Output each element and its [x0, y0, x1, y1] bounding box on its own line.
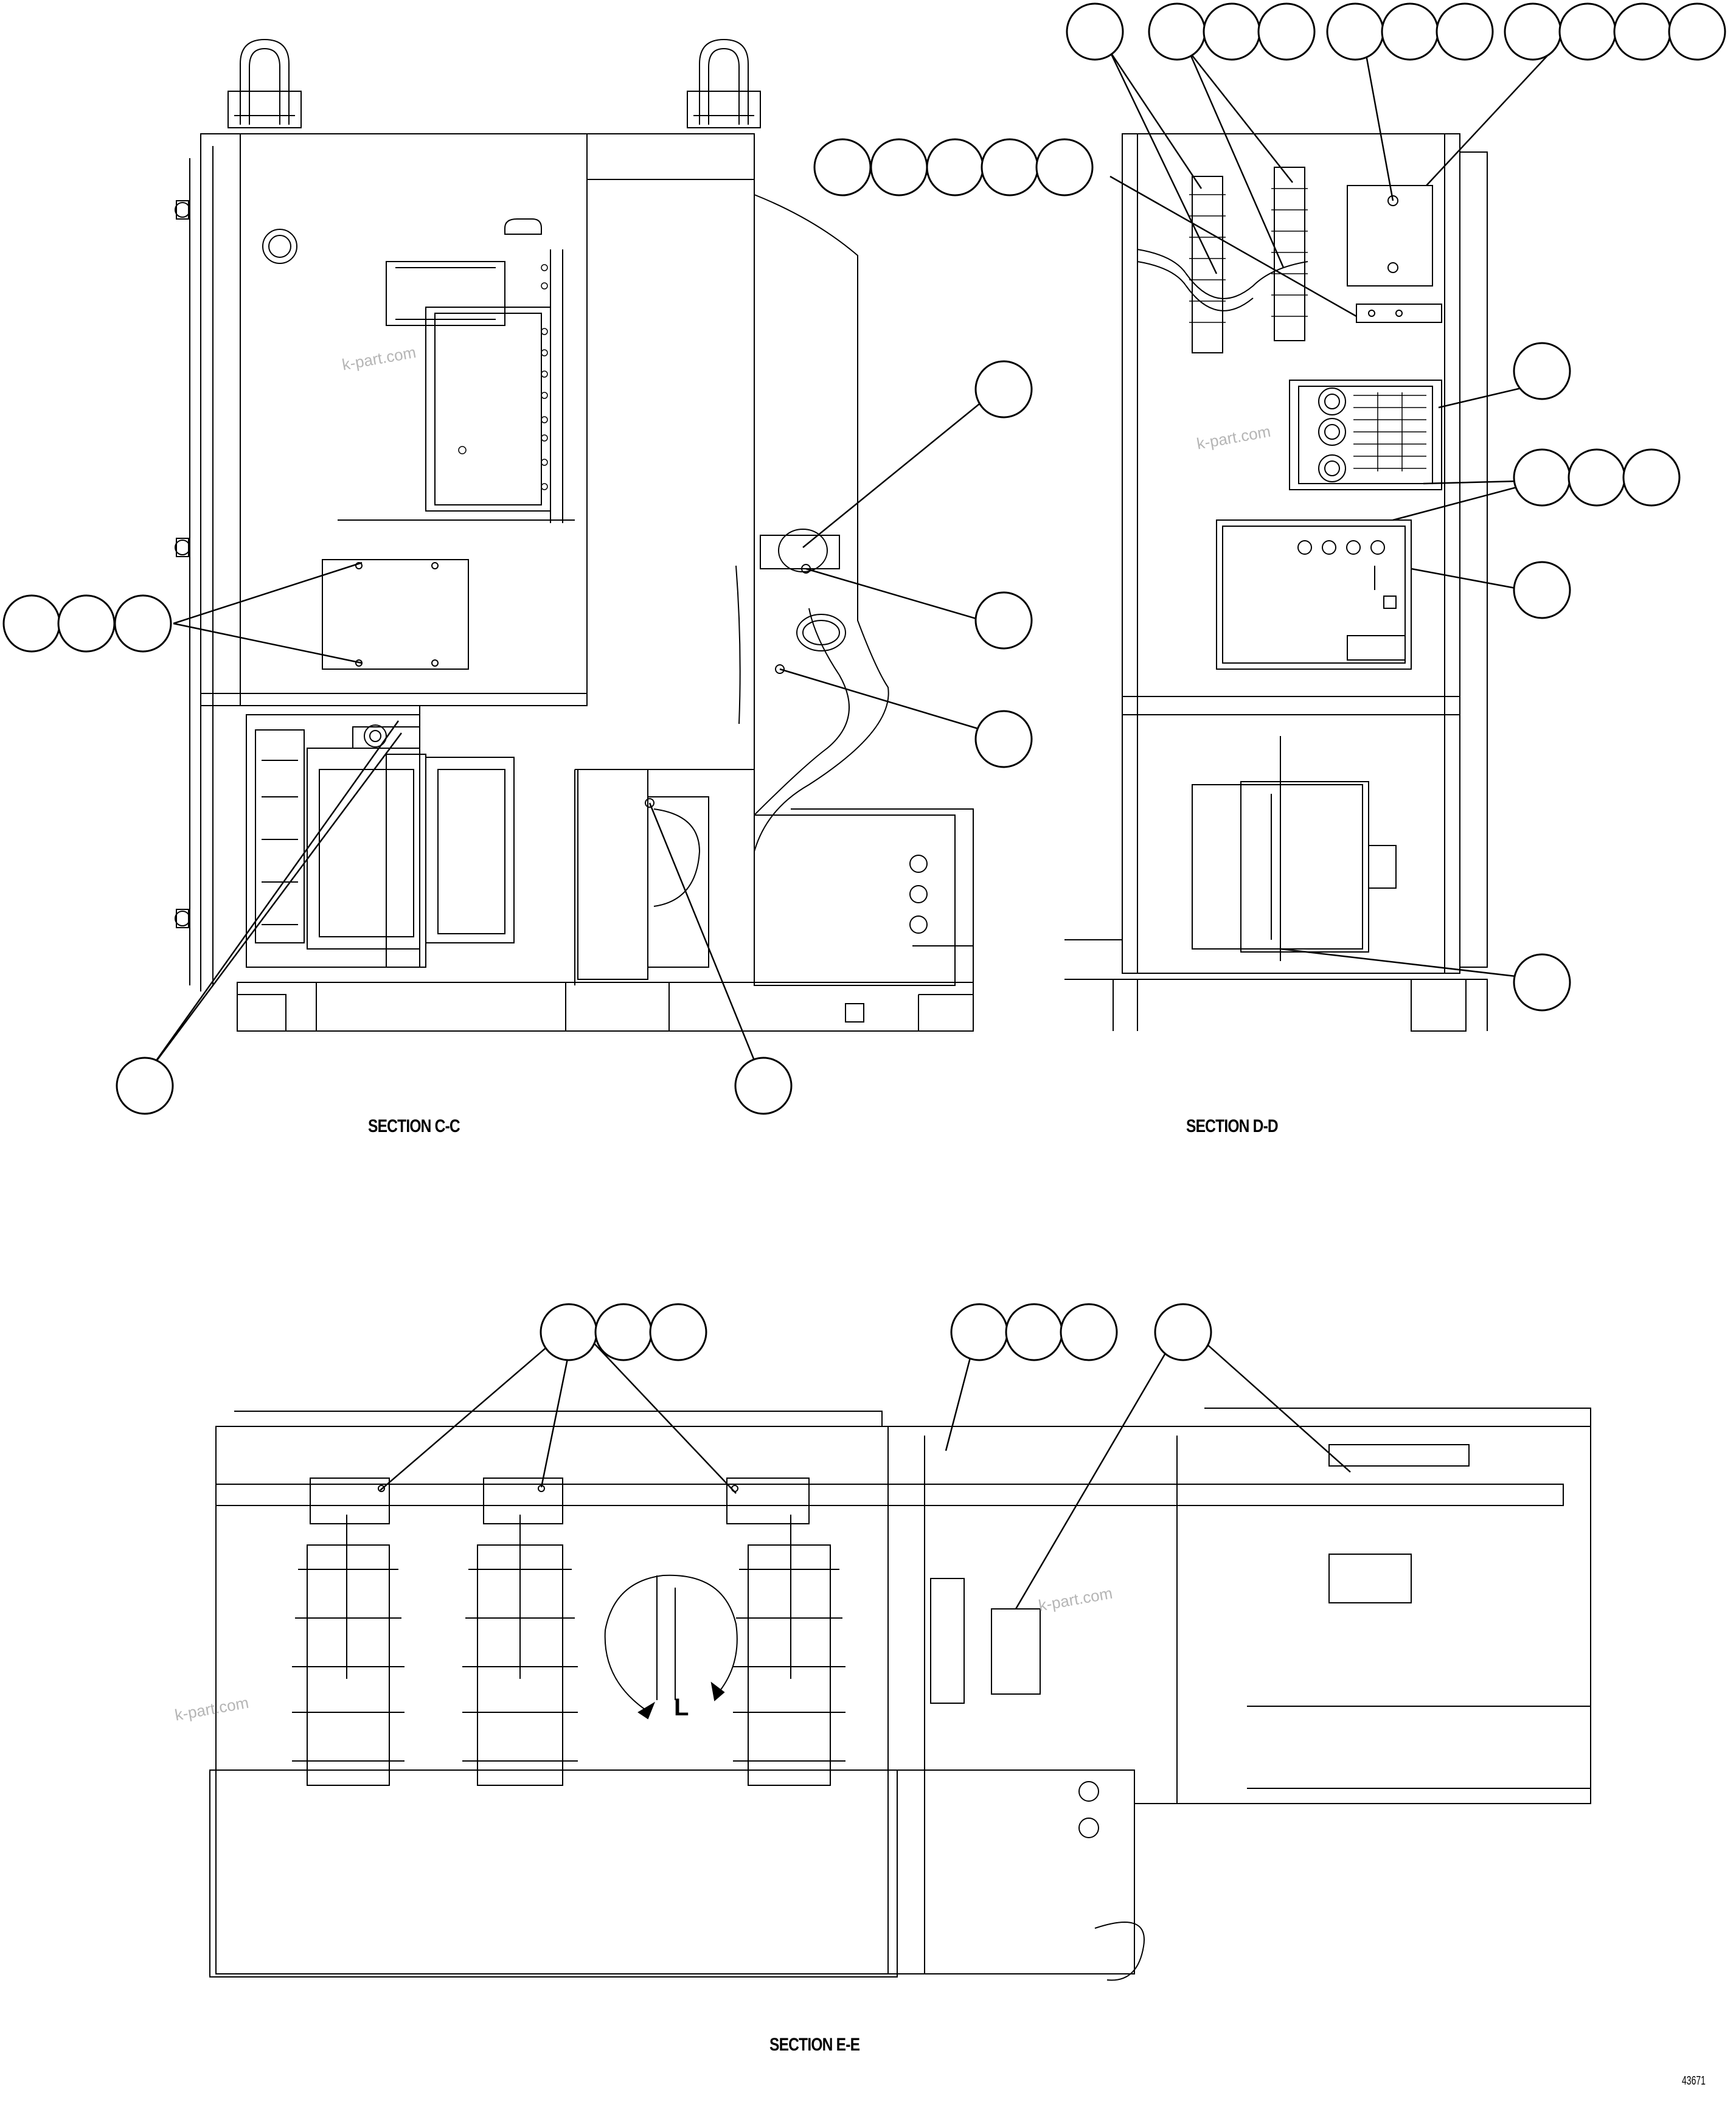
upper-component-panel [386, 249, 563, 523]
callout-bubble [649, 1303, 707, 1361]
right-side-box [754, 808, 974, 988]
flexible-duct [735, 194, 889, 852]
callout-bubble [1513, 561, 1571, 619]
callout-bubble [57, 594, 116, 653]
callout-bubble [1513, 448, 1571, 507]
callout-bubble [981, 138, 1039, 196]
callout-bubble [950, 1303, 1009, 1361]
base-frame-d [1064, 939, 1488, 1032]
base-frame-c [237, 982, 974, 1032]
leader-lines [144, 51, 1552, 1610]
lifting-eye-right [687, 38, 761, 128]
lifting-eye-left [227, 38, 302, 128]
callout-bubble [1622, 448, 1681, 507]
callout-bubble [734, 1057, 793, 1115]
bus-bar [215, 1478, 1564, 1524]
top-right-plate [1347, 185, 1433, 286]
rotation-arrow [604, 1574, 738, 1720]
section-c-c-drawing [175, 38, 974, 1032]
callout-bubble [594, 1303, 653, 1361]
callout-bubble [1436, 2, 1494, 61]
callout-bubble [1148, 2, 1206, 61]
document-number: 43671 [1682, 2074, 1706, 2088]
callout-bubble [1257, 2, 1316, 61]
callout-bubble [813, 138, 872, 196]
callout-bubble [1066, 2, 1124, 61]
callout-bubble [1513, 953, 1571, 1012]
callout-bubble [1381, 2, 1439, 61]
callout-bubble [1613, 2, 1672, 61]
callout-bubble [1558, 2, 1617, 61]
callout-bubble [1504, 2, 1562, 61]
section-d-d-drawing [1064, 133, 1488, 1032]
fan-section [577, 769, 709, 980]
section-e-e-caption: SECTION E-E [769, 2035, 860, 2055]
callout-bubble [1203, 2, 1261, 61]
callout-bubble [1668, 2, 1726, 61]
front-cover-e [209, 1769, 1145, 1981]
lower-transformer-d [1192, 736, 1397, 961]
callout-bubble [926, 138, 984, 196]
callout-bubbles [2, 2, 1726, 1361]
insulator-stacks [292, 1515, 845, 1786]
callout-bubble [1154, 1303, 1212, 1361]
callout-bubble [1326, 2, 1384, 61]
callout-bubble [974, 710, 1033, 768]
flange-bolts [175, 200, 190, 928]
section-e-e-drawing [209, 1408, 1591, 1981]
callout-bubble [2, 594, 61, 653]
section-c-c-caption: SECTION C-C [368, 1116, 460, 1136]
rotation-label: L [674, 1694, 689, 1721]
callout-bubble [870, 138, 928, 196]
lower-compartment [246, 714, 754, 985]
callout-bubble [114, 594, 172, 653]
section-d-d-caption: SECTION D-D [1186, 1116, 1279, 1136]
connector-panel [1289, 380, 1442, 490]
callout-bubble [1513, 342, 1571, 400]
callout-bubble [974, 591, 1033, 650]
access-plate [322, 559, 469, 670]
controller-module [1216, 519, 1412, 670]
callout-bubble [540, 1303, 598, 1361]
callout-bubble [1005, 1303, 1063, 1361]
callout-bubble [116, 1057, 174, 1115]
callout-bubble [1568, 448, 1626, 507]
callout-bubble [1060, 1303, 1118, 1361]
terminal-blocks [1137, 167, 1308, 353]
callout-bubble [974, 360, 1033, 418]
callout-bubble [1035, 138, 1094, 196]
